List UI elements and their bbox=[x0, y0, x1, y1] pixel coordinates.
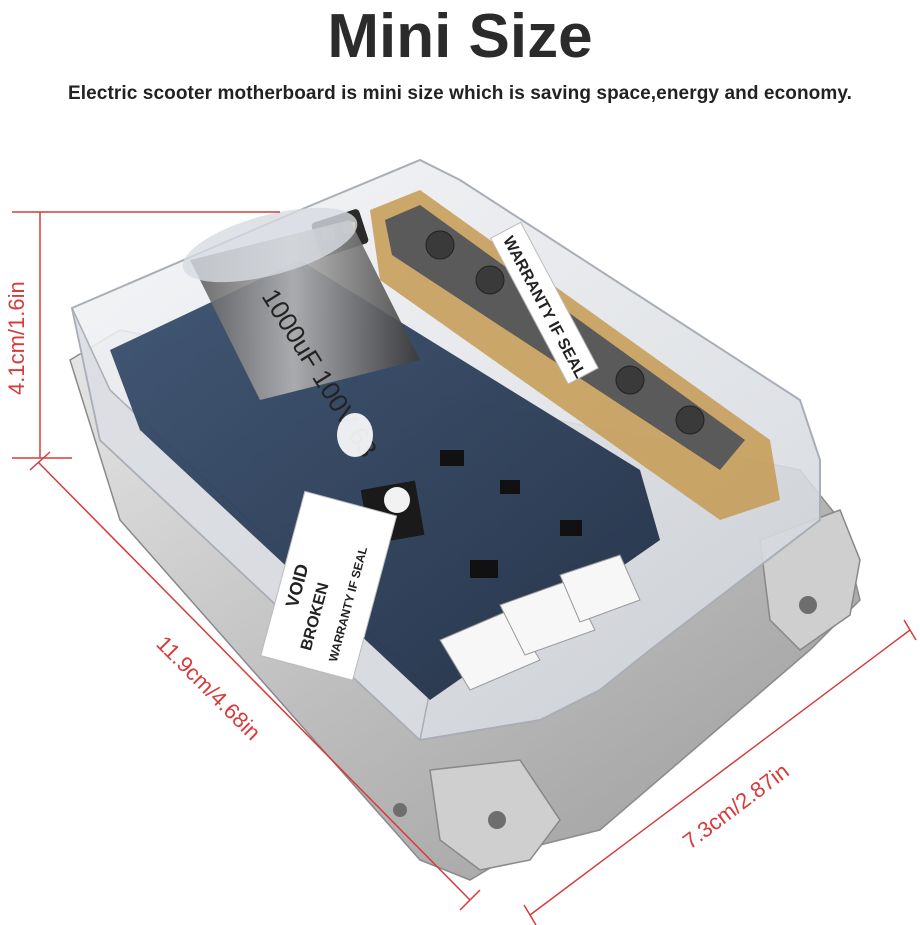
smd-component bbox=[470, 560, 498, 578]
void-sticker: VOID BROKEN WARRANTY IF SEAL bbox=[260, 490, 398, 681]
length-tick-start bbox=[29, 451, 51, 471]
width-dimension-line bbox=[529, 629, 911, 916]
smd-component bbox=[500, 480, 520, 494]
smd-component bbox=[560, 520, 582, 536]
glue-blob bbox=[337, 413, 373, 457]
smd-component bbox=[440, 450, 464, 466]
length-dimension-line bbox=[37, 461, 471, 901]
jst-connectors bbox=[439, 554, 641, 691]
height-dimension-label: 4.1cm/1.6in bbox=[4, 281, 29, 395]
width-tick-end bbox=[903, 619, 917, 641]
screw-hole bbox=[393, 803, 407, 817]
dimension-lines bbox=[12, 211, 917, 925]
page-subtitle: Electric scooter motherboard is mini siz… bbox=[67, 83, 853, 104]
width-tick-start bbox=[523, 904, 537, 925]
length-tick-end bbox=[459, 889, 481, 911]
width-dimension-label: 7.3cm/2.87in bbox=[678, 758, 794, 854]
page-title: Mini Size bbox=[327, 2, 593, 71]
chip-marker-dot bbox=[384, 487, 410, 513]
